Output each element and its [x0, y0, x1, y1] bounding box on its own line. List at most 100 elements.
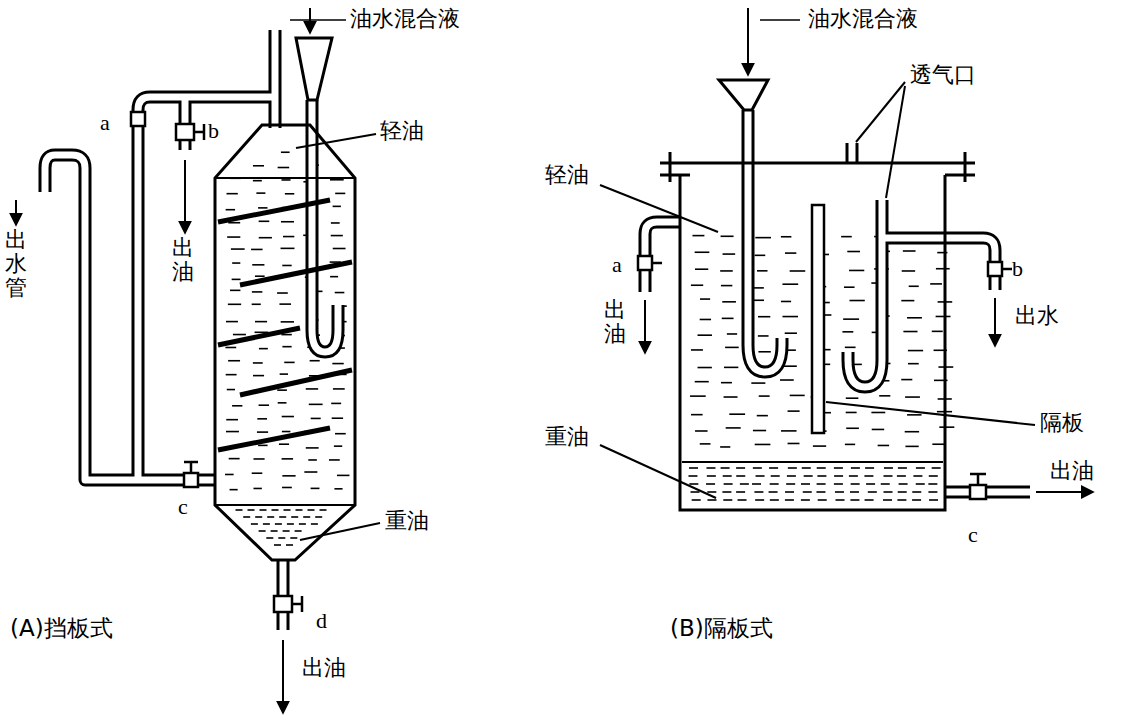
liquid-dash: [295, 530, 302, 532]
liquid-dash: [329, 459, 340, 461]
liquid-dash: [333, 248, 346, 250]
liquid-dash: [280, 373, 288, 375]
liquid-dash: [231, 248, 245, 250]
liquid-dash: [834, 467, 843, 469]
liquid-dash: [897, 499, 906, 501]
liquid-dash: [872, 429, 884, 431]
liquid-dash: [310, 360, 320, 362]
liquid-dash: [226, 374, 237, 376]
liquid-dash: [912, 491, 921, 493]
liquid-dash: [785, 332, 797, 334]
liquid-dash: [913, 475, 922, 477]
liquid-dash: [226, 209, 235, 211]
liquid-dash: [720, 270, 733, 272]
liquid-dash: [278, 537, 285, 539]
liquid-dash: [781, 301, 791, 303]
liquid-dash: [259, 348, 268, 350]
liquid-dash: [335, 292, 345, 294]
liquid-dash: [905, 431, 919, 433]
liquid-dash: [884, 467, 893, 469]
part-label: 出油: [302, 655, 346, 681]
liquid-dash: [691, 491, 700, 493]
liquid-dash: [844, 286, 855, 288]
liquid-dash: [707, 491, 716, 493]
liquid-dash: [801, 483, 810, 485]
liquid-dash: [846, 412, 857, 414]
liquid-dash: [282, 346, 291, 348]
liquid-dash: [721, 382, 732, 384]
liquid-dash: [251, 249, 263, 251]
liquid-dash: [782, 283, 798, 285]
liquid-dash: [865, 467, 874, 469]
liquid-dash: [282, 416, 294, 418]
liquid-dash: [846, 397, 859, 399]
liquid-dash: [736, 467, 745, 469]
liquid-dash: [311, 488, 320, 490]
liquid-dash: [290, 537, 297, 539]
liquid-dash: [243, 516, 250, 518]
liquid-dash: [281, 151, 290, 153]
liquid-dash: [308, 459, 317, 461]
liquid-dash: [802, 467, 811, 469]
liquid-dash: [729, 413, 745, 415]
liquid-dash: [756, 475, 765, 477]
liquid-dash: [227, 389, 235, 391]
liquid-dash: [330, 179, 344, 181]
liquid-dash: [770, 483, 779, 485]
liquid-dash: [878, 445, 889, 447]
part-label: 透气口: [910, 62, 976, 88]
liquid-dash: [851, 467, 860, 469]
liquid-dash: [738, 499, 747, 501]
liquid-dash: [256, 192, 265, 194]
liquid-dash: [315, 516, 322, 518]
vessel-seam: [215, 504, 355, 506]
part-label: 出油: [604, 298, 626, 346]
liquid-dash: [790, 395, 805, 397]
valve: [131, 112, 302, 612]
liquid-dash: [299, 523, 306, 525]
liquid-dash: [335, 433, 346, 435]
liquid-dash: [842, 331, 853, 333]
liquid-dash: [257, 431, 268, 433]
funnel: [719, 80, 768, 110]
liquid-dash: [698, 367, 712, 369]
liquid-dash: [905, 396, 920, 398]
flow-arrow: [290, 19, 346, 21]
liquid-dash: [691, 284, 703, 286]
liquid-dash: [801, 499, 810, 501]
liquid-dash: [233, 334, 246, 336]
liquid-dash: [785, 499, 794, 501]
liquid-dash: [257, 418, 267, 420]
liquid-dash: [939, 426, 954, 428]
liquid-dash: [227, 236, 240, 238]
vessel-body: [215, 125, 355, 560]
part-label: 隔板: [1040, 410, 1084, 436]
part-label: 出油: [172, 236, 194, 284]
liquid-dash: [759, 395, 770, 397]
liquid-dash: [252, 264, 264, 266]
liquid-dash: [908, 363, 919, 365]
liquid-dash: [899, 483, 908, 485]
liquid-dash: [253, 375, 264, 377]
liquid-dash: [281, 179, 290, 181]
liquid-dash: [817, 483, 826, 485]
partition: [812, 205, 824, 433]
liquid-dash: [266, 537, 273, 539]
liquid-dash: [229, 458, 240, 460]
liquid-dash: [788, 467, 797, 469]
part-label: 油水混合液: [808, 6, 918, 32]
liquid-dash: [698, 334, 712, 336]
valve: [638, 256, 1012, 499]
liquid-dash: [695, 430, 708, 432]
part-letter: d: [316, 608, 327, 634]
liquid-dash: [755, 444, 771, 446]
liquid-dash: [692, 235, 704, 237]
liquid-dash: [907, 414, 921, 416]
liquid-dash: [781, 430, 797, 432]
liquid-dash: [771, 475, 780, 477]
liquid-dash: [236, 509, 243, 511]
liquid-dash: [727, 333, 737, 335]
liquid-dash: [306, 447, 319, 449]
liquid-dash: [936, 316, 951, 318]
